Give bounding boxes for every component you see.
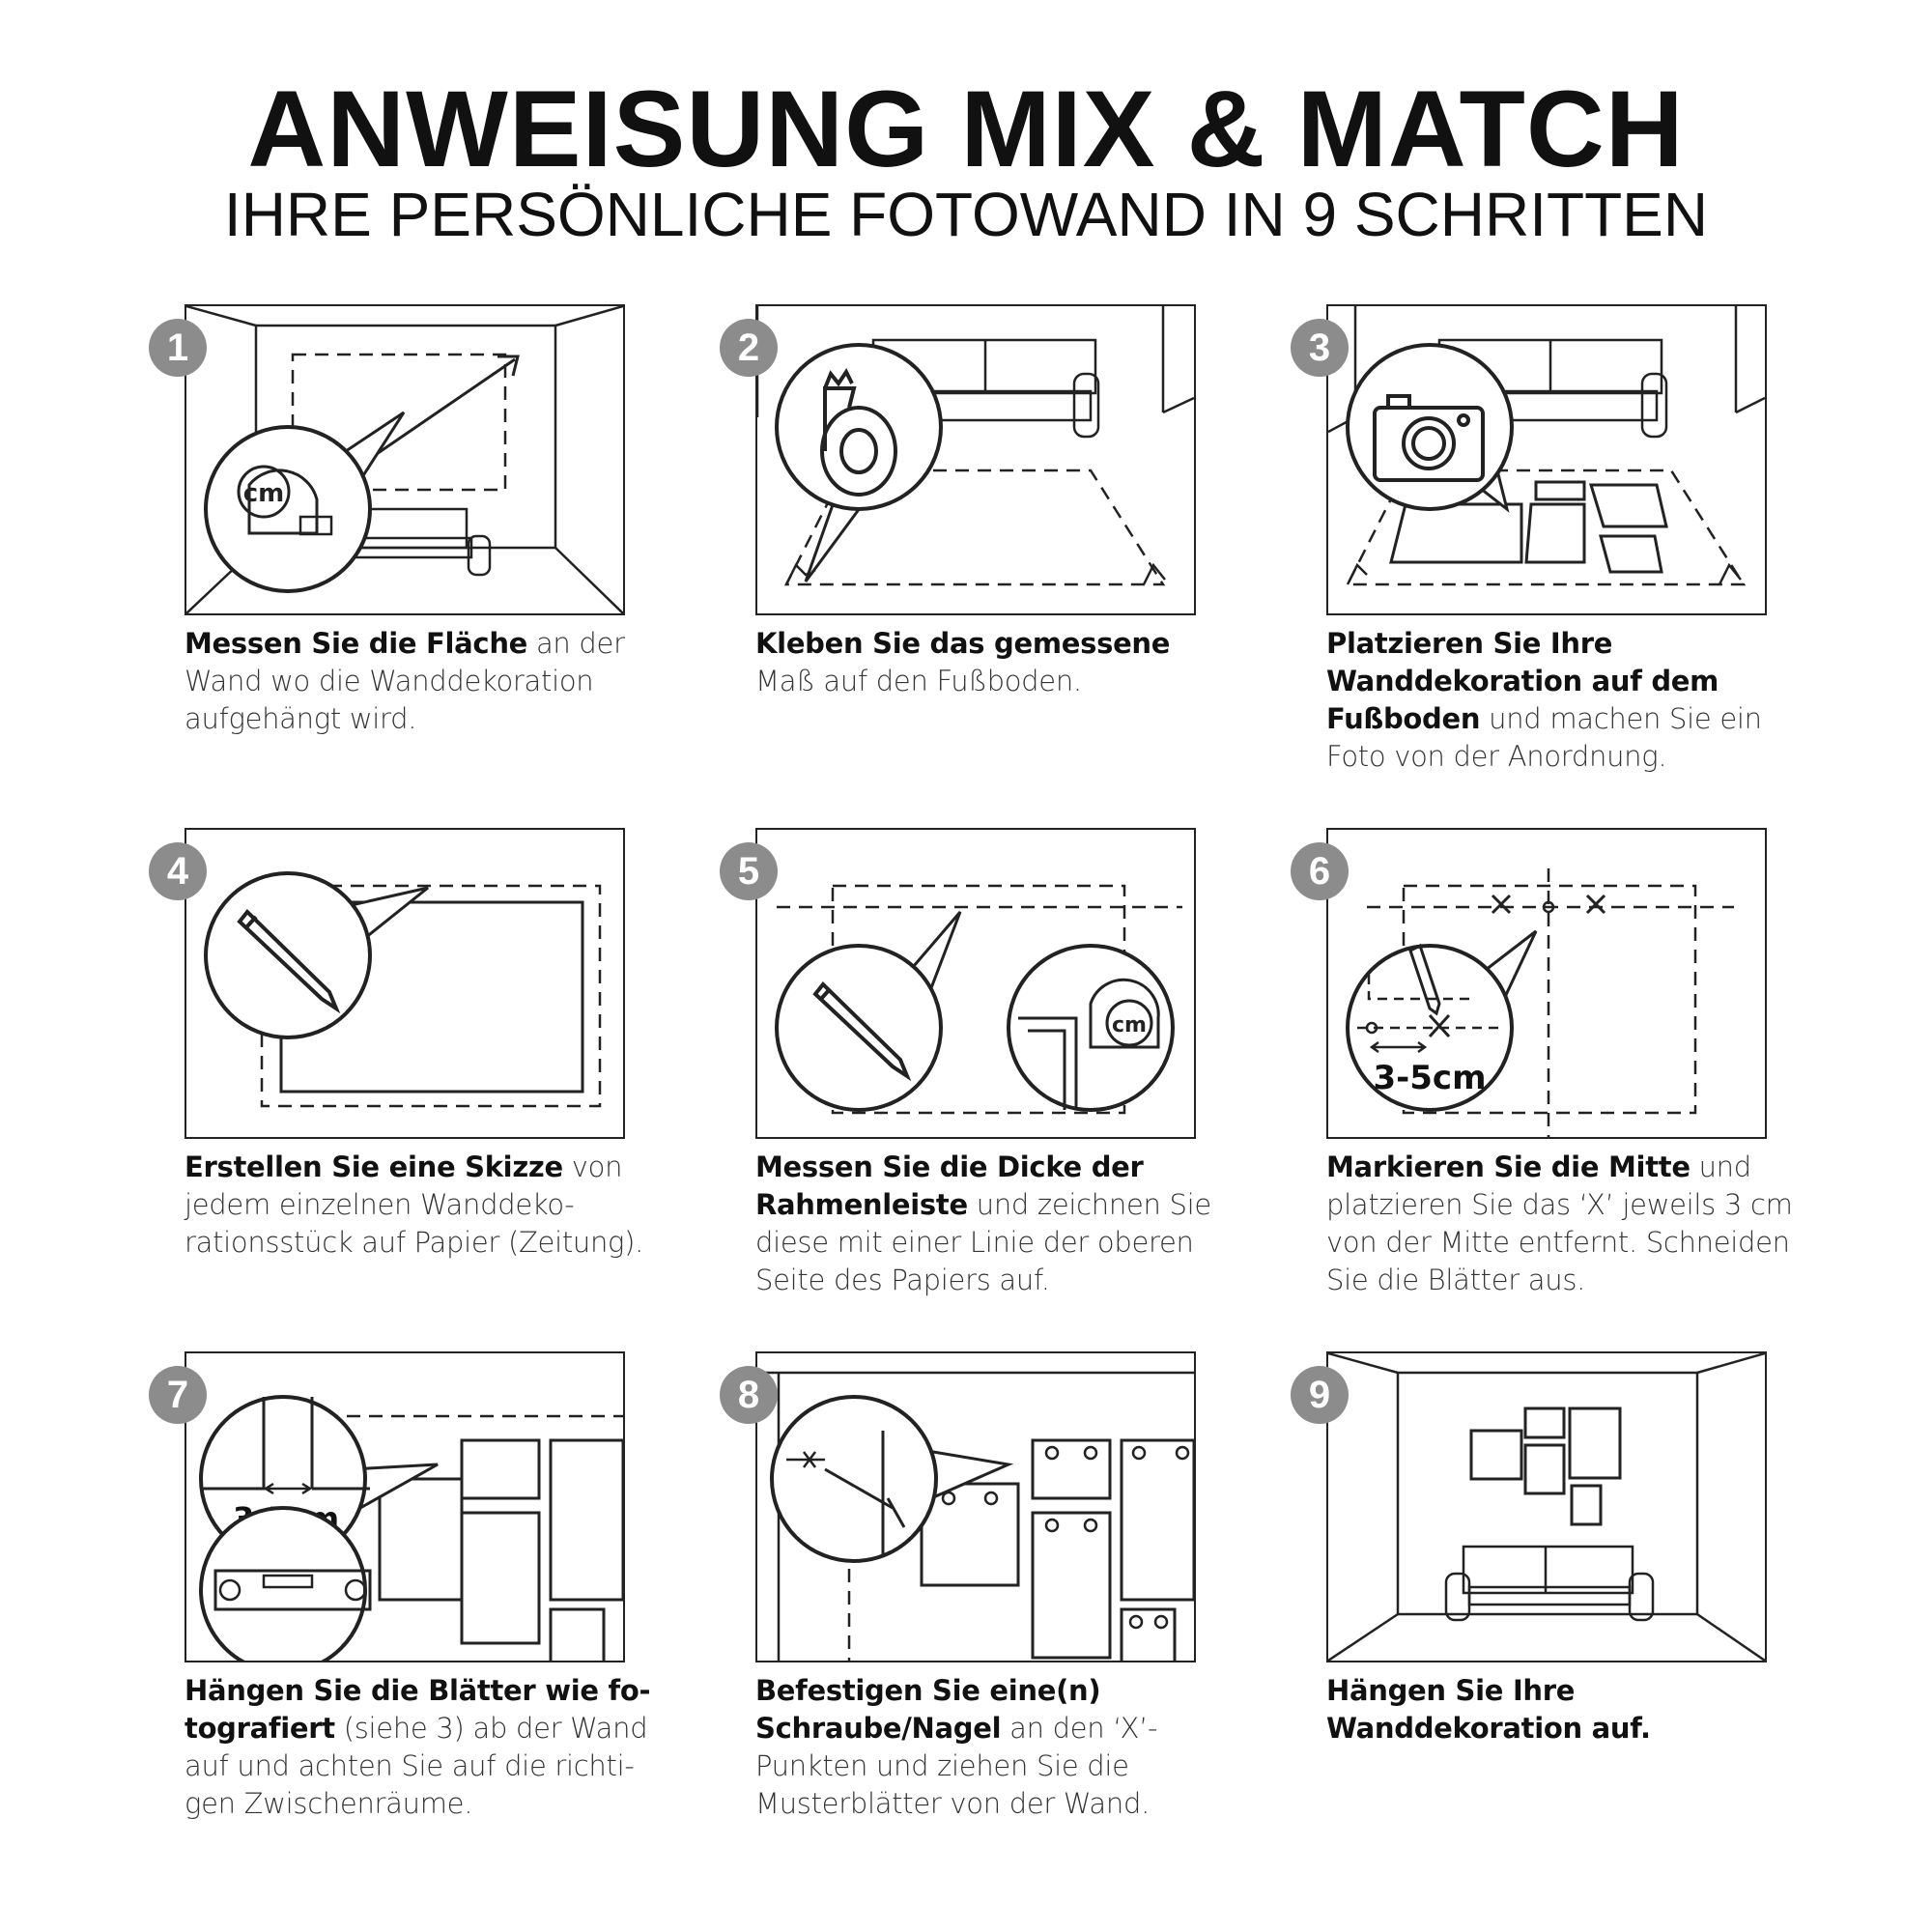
step-bold-text: Befestigen Sie eine(n) Schraube/Nagel [755,1674,1101,1745]
step-bold-text: Hängen Sie Ihre Wanddekoration auf. [1326,1674,1651,1745]
step-number-badge: 7 [149,1366,207,1424]
speech-bubble [770,1395,1014,1563]
step-number-badge: 2 [720,319,778,377]
step-illustration: 3-5cm [1326,828,1767,1139]
speech-bubble: cm [204,411,406,593]
page-subtitle: IHRE PERSÖNLICHE FOTOWAND IN 9 SCHRITTEN [223,180,1709,249]
step-number-badge: 6 [1291,842,1349,900]
step-bold-text: Kleben Sie das gemessene [755,627,1171,660]
finished-wall-illustration [1328,1353,1765,1661]
step-text: von jedem einzelnen Wanddeko-rationsstüc… [185,1151,644,1259]
tape-roll-icon [820,368,897,497]
hung-frames [1469,1406,1622,1526]
step-number-badge: 9 [1291,1366,1349,1424]
page-title: ANWEISUNG MIX & MATCH [247,69,1685,189]
mark-center-illustration: 3-5cm [1346,868,1734,1137]
step-description: Erstellen Sie eine Skizze von jedem einz… [185,1149,658,1262]
step-description: Kleben Sie das gemessene Maß auf den Fuß… [755,625,1229,700]
pencil-icon [812,981,912,1082]
step-description: Platzieren Sie Ihre Wanddekoration auf d… [1326,625,1800,776]
step-illustration [1326,1351,1767,1662]
speech-bubble [775,343,943,582]
hang-templates-illustration: 3-5cm [199,1395,623,1661]
step-number-badge: 1 [149,319,207,377]
step-bold-text: Erstellen Sie eine Skizze [185,1151,563,1183]
speech-bubble [775,911,962,1112]
nail-illustration [757,1371,1194,1661]
measure-detail-circle: cm [1007,944,1175,1112]
step-text: und zeichnen Sie diese mit einer Linie d… [755,1188,1211,1296]
floor-arrangement-illustration [1328,306,1765,586]
speech-bubble [1346,343,1514,513]
step-text: an den ‘X’-Punkten und ziehen Sie die Mu… [755,1712,1158,1820]
camera-icon [1373,394,1485,482]
spirit-level-circle [199,1506,372,1661]
distance-label: 3-5cm [1373,1059,1486,1097]
step-description: Messen Sie die Dicke der Rahmenleiste un… [755,1149,1229,1299]
step-illustration [1326,304,1767,615]
sofa [1444,1545,1655,1622]
tape-label: cm [1112,1013,1147,1037]
step-text: an der Wand wo die Wanddekoration aufgeh… [185,627,625,735]
screw-icon [824,1467,906,1528]
step-description: Befestigen Sie eine(n) Schraube/Nagel an… [755,1672,1229,1823]
tape-label: cm [243,479,285,508]
step-illustration [755,1351,1196,1662]
step-number-badge: 3 [1291,319,1349,377]
step-illustration: cm [185,304,625,615]
step-text: (siehe 3) ab der Wand auf und achten Sie… [185,1712,648,1820]
step-bold-text: Platzieren Sie Ihre Wanddekoration auf d… [1326,627,1719,735]
frame-thickness-illustration: cm [775,884,1182,1115]
step-number-badge: 8 [720,1366,778,1424]
step-bold-text: Hängen Sie die Blätter wie fo-tografiert [185,1674,651,1745]
speech-bubble: 3-5cm [1346,929,1538,1112]
step-description: Markieren Sie die Mitte und platzieren S… [1326,1149,1800,1299]
step-bold-text: Messen Sie die Dicke der Rahmenleiste [755,1151,1144,1221]
pencil-icon [237,909,341,1014]
step-text: Maß auf den Fußboden. [755,665,1082,697]
step-number-badge: 4 [149,842,207,900]
speech-bubble [204,871,429,1039]
step-text: und machen Sie ein Foto von der Anordnun… [1326,702,1762,773]
step-illustration [755,304,1196,615]
step-description: Messen Sie die Fläche an der Wand wo die… [185,625,658,738]
step-bold-text: Markieren Sie die Mitte [1326,1151,1690,1183]
step-illustration: 3-5cm [185,1351,625,1662]
step-illustration: cm [755,828,1196,1139]
step-description: Hängen Sie Ihre Wanddekoration auf. [1326,1672,1800,1747]
step-text: und platzieren Sie das ‘X’ jeweils 3 cm … [1326,1151,1793,1296]
sketch-illustration [204,871,602,1108]
step-illustration [185,828,625,1139]
nail-markers [941,1445,1190,1630]
step-number-badge: 5 [720,842,778,900]
step-description: Hängen Sie die Blätter wie fo-tografiert… [185,1672,658,1823]
step-bold-text: Messen Sie die Fläche [185,627,528,660]
room-measure-illustration: cm [186,306,623,613]
floor-tape-illustration [757,306,1194,586]
